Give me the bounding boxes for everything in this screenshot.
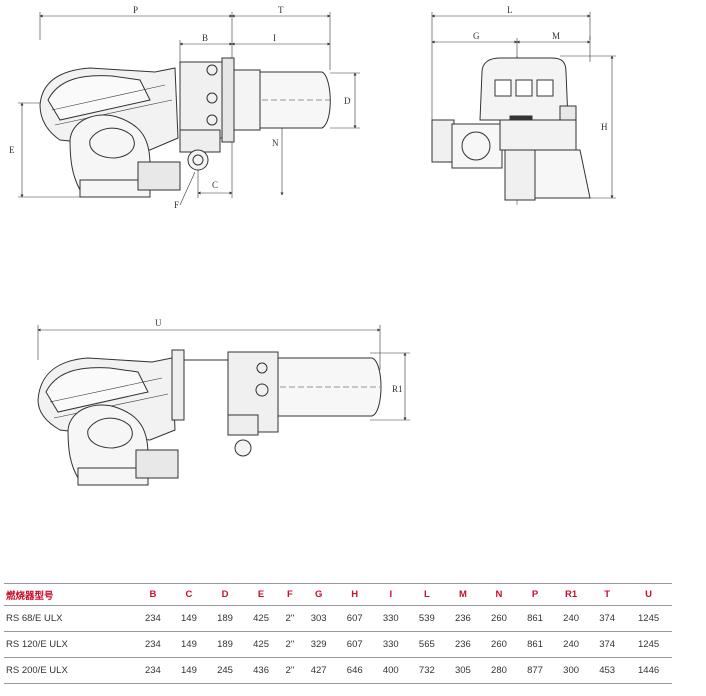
table-cell: 400 [372,657,409,684]
dim-label-P: P [133,5,138,15]
table-header-cell: F [279,583,301,606]
table-cell: 2" [279,605,301,632]
table-header-cell: C [170,583,207,606]
table-cell: 539 [408,605,445,632]
table-header-cell: G [300,583,337,606]
table-cell: 861 [517,631,554,658]
table-header-cell: D [206,583,244,606]
table-header-cell: T [589,583,626,606]
table-cell: 2" [279,631,301,658]
table-cell: 234 [134,631,171,658]
table-cell: 646 [336,657,373,684]
table-header-cell: R1 [553,583,590,606]
table-cell: 280 [480,657,517,684]
dim-label-D: D [344,96,351,106]
dim-label-B: B [202,33,208,43]
dim-label-C: C [212,180,218,190]
table-cell: 453 [589,657,626,684]
table-cell: 260 [480,631,517,658]
dim-label-G: G [473,31,480,41]
table-header-cell: I [372,583,409,606]
table-header-model: 燃烧器型号 [4,583,135,606]
table-header-cell: H [336,583,373,606]
table-cell: 234 [134,657,171,684]
front-view-drawing [431,12,616,205]
model-name: RS 68/E ULX [4,605,135,632]
dim-label-I: I [273,33,276,43]
table-row: RS 120/E ULX 234 149 189 425 2" 329 607 … [4,631,672,658]
table-header-cell: N [480,583,517,606]
table-cell: 236 [444,631,481,658]
table-cell: 1446 [625,657,672,684]
table-cell: 374 [589,631,626,658]
dim-label-H: H [601,122,608,132]
dim-label-R1: R1 [392,384,403,394]
table-cell: 427 [300,657,337,684]
table-cell: 234 [134,605,171,632]
model-name: RS 120/E ULX [4,631,135,658]
table-cell: 303 [300,605,337,632]
table-cell: 149 [170,657,207,684]
extended-view-drawing [37,325,410,486]
table-cell: 149 [170,605,207,632]
table-cell: 330 [372,605,409,632]
dimensions-table: 燃烧器型号 B C D E F G H I L M N P R1 T U RS … [4,583,672,684]
table-cell: 1245 [625,605,672,632]
side-view-drawing [18,12,360,206]
table-cell: 189 [206,605,244,632]
dim-label-E: E [9,145,15,155]
table-cell: 300 [553,657,590,684]
dim-label-L: L [507,5,513,15]
table-header-cell: P [517,583,554,606]
table-cell: 436 [243,657,280,684]
table-cell: 425 [243,605,280,632]
technical-drawing: P T B I D E N C F L G M H U R1 [9,5,616,486]
table-cell: 2" [279,657,301,684]
dim-label-M: M [552,31,560,41]
table-cell: 607 [336,631,373,658]
table-cell: 236 [444,605,481,632]
table-cell: 374 [589,605,626,632]
model-name: RS 200/E ULX [4,657,135,684]
table-header-cell: L [408,583,445,606]
table-cell: 245 [206,657,244,684]
table-cell: 607 [336,605,373,632]
table-cell: 565 [408,631,445,658]
table-cell: 240 [553,605,590,632]
table-cell: 189 [206,631,244,658]
dim-label-N: N [272,138,279,148]
table-header-cell: U [625,583,672,606]
table-cell: 1245 [625,631,672,658]
dim-label-T: T [278,5,284,15]
table-header-cell: B [134,583,171,606]
table-cell: 330 [372,631,409,658]
table-header-cell: E [243,583,280,606]
table-cell: 240 [553,631,590,658]
table-header-row: 燃烧器型号 B C D E F G H I L M N P R1 T U [4,583,672,606]
dim-label-F: F [174,200,179,210]
table-cell: 329 [300,631,337,658]
table-cell: 260 [480,605,517,632]
table-row: RS 68/E ULX 234 149 189 425 2" 303 607 3… [4,605,672,632]
table-header-cell: M [444,583,481,606]
table-cell: 861 [517,605,554,632]
table-cell: 877 [517,657,554,684]
table-cell: 305 [444,657,481,684]
table-row: RS 200/E ULX 234 149 245 436 2" 427 646 … [4,657,672,684]
table-cell: 425 [243,631,280,658]
table-cell: 732 [408,657,445,684]
dim-label-U: U [155,318,162,328]
table-cell: 149 [170,631,207,658]
